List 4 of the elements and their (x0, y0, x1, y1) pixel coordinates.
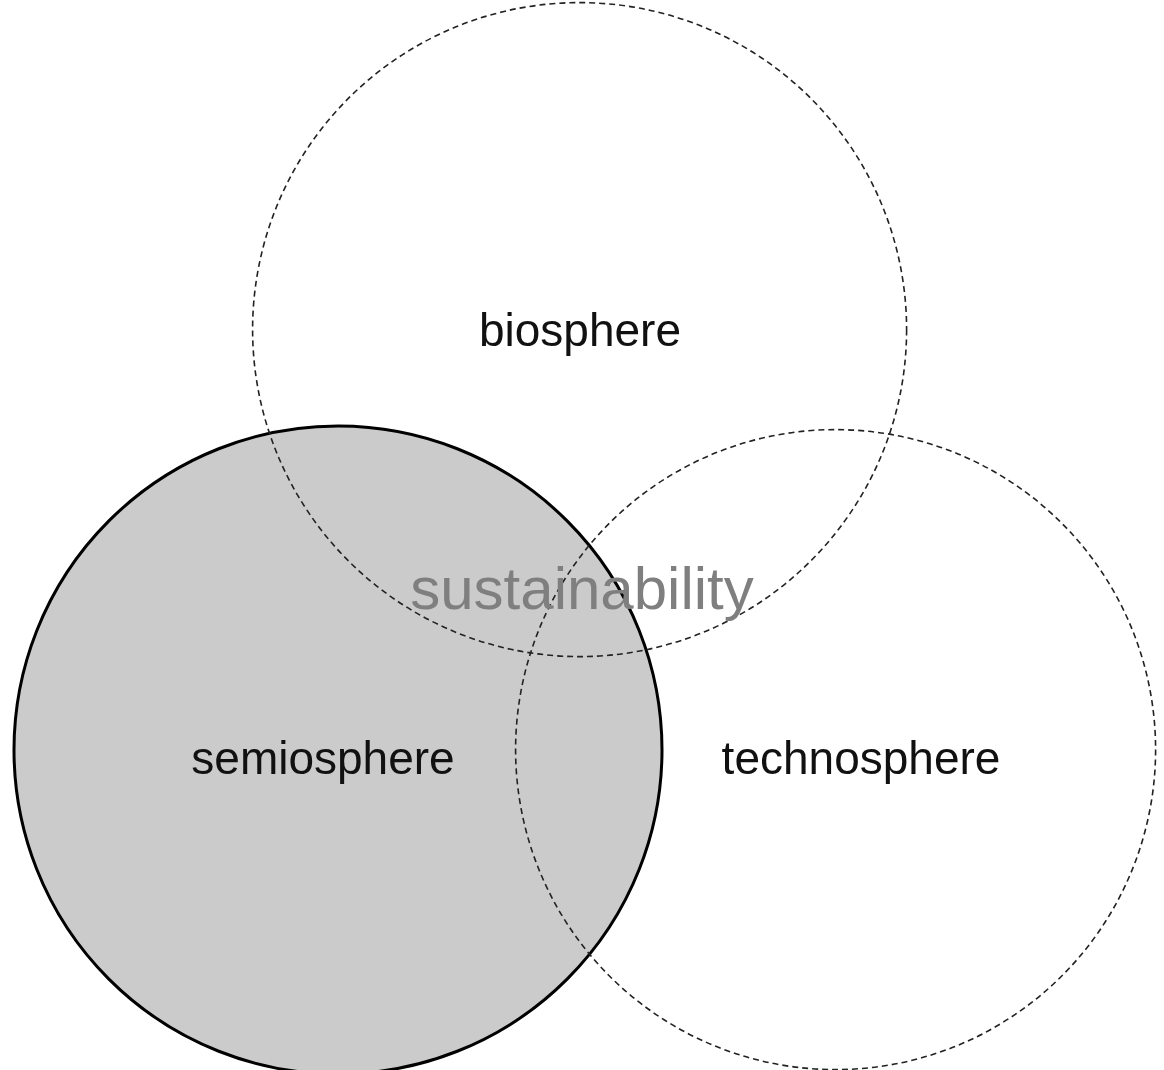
circle-label: biosphere (478, 303, 681, 357)
venn-circle (251, 1, 909, 659)
circle-label: technosphere (721, 731, 1001, 785)
circle-label: semiosphere (191, 731, 455, 785)
